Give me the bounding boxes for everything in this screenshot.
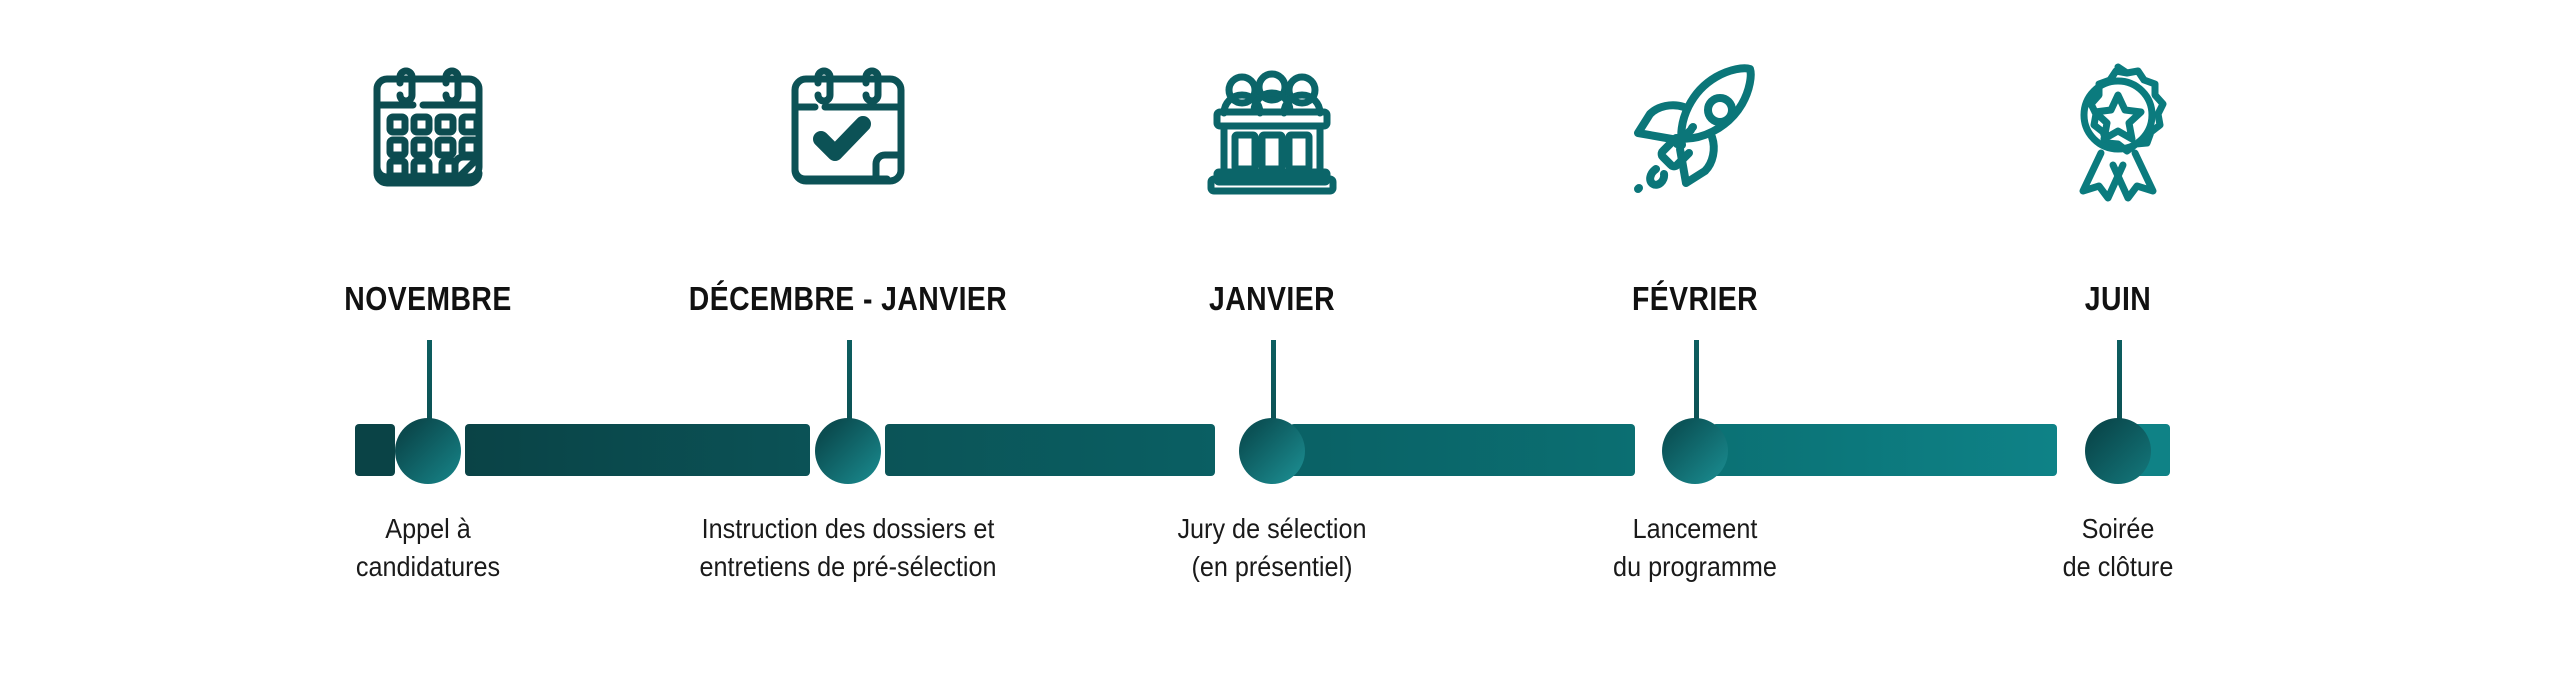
step-milestone-dot — [815, 418, 881, 484]
step-month-label: JUIN — [2084, 280, 2152, 317]
step-description: Instruction des dossiers et entretiens d… — [699, 513, 997, 582]
step-stem — [427, 340, 432, 440]
step-month-label: JANVIER — [1208, 280, 1336, 317]
step-month-label: FÉVRIER — [1631, 280, 1759, 317]
step-description: Soirée de clôture — [2062, 513, 2174, 582]
timeline-step: FÉVRIER Lancement du programme — [1485, 0, 1905, 697]
award-ribbon-icon — [1908, 58, 2328, 202]
calendar-check-icon — [638, 58, 1058, 198]
step-month-label: DÉCEMBRE - JANVIER — [688, 280, 1008, 317]
step-stem — [2117, 340, 2122, 440]
timeline-bar-segment-1 — [465, 424, 810, 476]
step-milestone-dot — [395, 418, 461, 484]
timeline-bar-segment-4 — [1712, 424, 2057, 476]
rocket-icon — [1485, 58, 1905, 198]
step-description: Jury de sélection (en présentiel) — [1177, 513, 1367, 582]
step-milestone-dot — [1662, 418, 1728, 484]
step-stem — [1271, 340, 1276, 440]
step-milestone-dot — [2085, 418, 2151, 484]
timeline-step: DÉCEMBRE - JANVIER Instruction des dossie… — [638, 0, 1058, 697]
jury-box-icon — [1062, 58, 1482, 198]
calendar-icon — [218, 58, 638, 198]
timeline-bar-segment-2 — [885, 424, 1215, 476]
step-stem — [847, 340, 852, 440]
step-milestone-dot — [1239, 418, 1305, 484]
timeline-bar-segment-3 — [1290, 424, 1635, 476]
timeline-step: NOVEMBRE Appel à candidatures — [218, 0, 638, 697]
timeline-step: JANVIER Jury de sélection (en présentiel) — [1062, 0, 1482, 697]
step-stem — [1694, 340, 1699, 440]
timeline-step: JUIN Soirée de clôture — [1908, 0, 2328, 697]
timeline-bar — [0, 424, 2560, 476]
step-description: Appel à candidatures — [355, 513, 501, 582]
step-description: Lancement du programme — [1613, 513, 1777, 582]
timeline-bar-segment-cap-left — [355, 424, 395, 476]
step-month-label: NOVEMBRE — [344, 280, 512, 317]
